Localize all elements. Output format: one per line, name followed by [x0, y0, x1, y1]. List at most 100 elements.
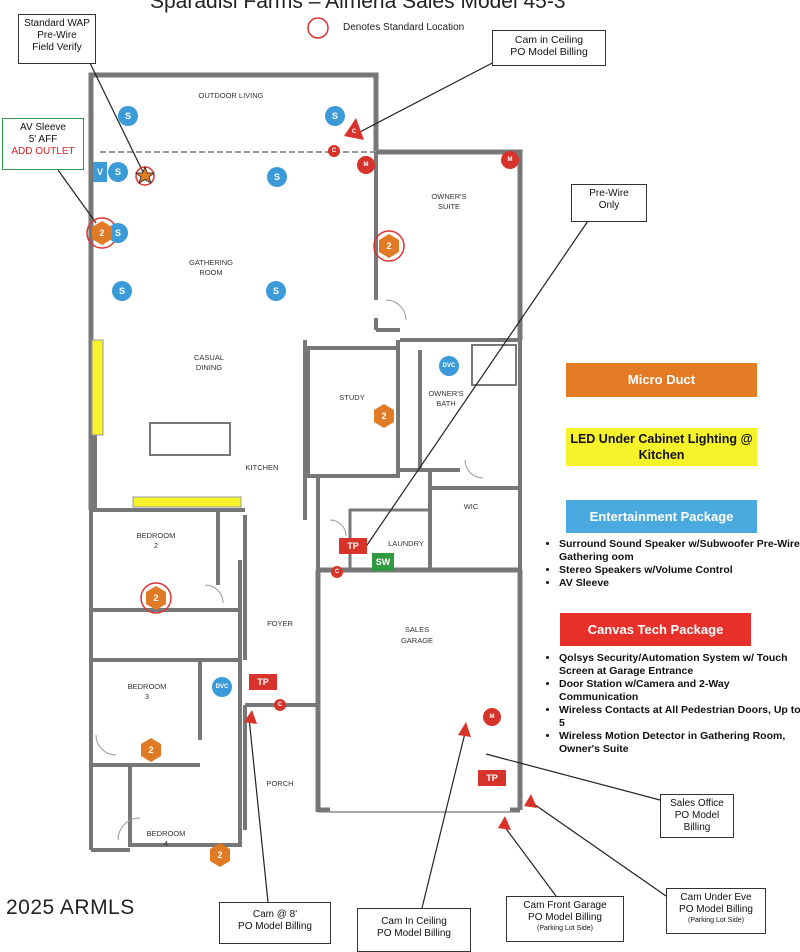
- svg-text:C: C: [335, 569, 340, 575]
- svg-text:S: S: [119, 286, 125, 296]
- room-casual-line2: DINING: [196, 363, 222, 372]
- svg-text:C: C: [352, 129, 357, 135]
- svg-text:2: 2: [153, 593, 158, 603]
- conduit-hex-icon: 2: [210, 843, 230, 867]
- legend-note: Denotes Standard Location: [343, 22, 465, 33]
- room-owners-suite-line2: SUITE: [438, 202, 460, 211]
- touchpad-icon: TP: [249, 674, 277, 690]
- room-wic: WIC: [464, 502, 479, 511]
- room-labels: OUTDOOR LIVING OWNER'S SUITE GATHERING R…: [128, 91, 479, 848]
- svg-text:TP: TP: [486, 773, 498, 783]
- svg-text:SW: SW: [376, 557, 391, 567]
- callout-cam-front-garage: Cam Front Garage PO Model Billing (Parki…: [506, 896, 624, 942]
- conduit-hex-icon: 2: [146, 586, 166, 610]
- camera-icons: C: [244, 118, 537, 830]
- svg-text:C: C: [332, 148, 337, 154]
- entertainment-item: Stereo Speakers w/Volume Control: [559, 564, 800, 577]
- entertainment-item: Surround Sound Speaker w/Subwoofer Pre-W…: [559, 538, 800, 564]
- svg-text:2: 2: [381, 411, 386, 421]
- motion-detector-icon: M: [501, 151, 519, 169]
- speaker-icon: S: [325, 106, 345, 126]
- svg-text:DVC: DVC: [216, 684, 229, 690]
- callout-cam-in-ceiling-top: Cam in Ceiling PO Model Billing: [492, 30, 606, 66]
- room-foyer: FOYER: [267, 619, 293, 628]
- door-contact-icon: C: [331, 566, 343, 578]
- dvc-icon: DVC: [439, 356, 459, 376]
- svg-text:TP: TP: [257, 677, 269, 687]
- room-bedroom4-line1: BEDROOM: [147, 829, 186, 838]
- callout-pre-wire-only: Pre-Wire Only: [571, 184, 647, 222]
- legend-entertainment-package: Entertainment Package: [566, 500, 757, 533]
- room-bedroom3-line2: 3: [145, 692, 149, 701]
- leader-lines: [57, 59, 667, 909]
- volume-control-icon: V: [93, 162, 107, 182]
- wap-star-icon: [134, 165, 156, 184]
- touchpad-icon: TP: [339, 538, 367, 554]
- callout-cam-in-ceiling-garage: Cam In Ceiling PO Model Billing: [357, 908, 471, 952]
- room-outdoor-living: OUTDOOR LIVING: [198, 91, 263, 100]
- svg-text:2: 2: [217, 850, 222, 860]
- svg-text:V: V: [97, 167, 103, 177]
- room-owners-bath-line1: OWNER'S: [428, 389, 463, 398]
- legend-led-under-cabinet: LED Under Cabinet Lighting @ Kitchen: [566, 428, 757, 466]
- svg-text:S: S: [274, 172, 280, 182]
- svg-text:S: S: [115, 228, 121, 238]
- legend-micro-duct: Micro Duct: [566, 363, 757, 397]
- svg-text:M: M: [364, 162, 369, 168]
- camera-icon: [244, 710, 257, 724]
- door-swings: [95, 299, 484, 841]
- motion-detector-icon: M: [357, 156, 375, 174]
- callout-cam-under-eve: Cam Under Eve PO Model Billing (Parking …: [666, 888, 766, 934]
- room-bedroom4-line2: 4: [164, 839, 168, 848]
- speaker-icons: S S S S S S S: [108, 106, 345, 301]
- legend-canvas-tech-package: Canvas Tech Package: [560, 613, 751, 646]
- room-casual-line1: CASUAL: [194, 353, 224, 362]
- room-bedroom3-line1: BEDROOM: [128, 682, 167, 691]
- conduit-icons: 2 2 2 2 2 2: [92, 221, 399, 867]
- entertainment-item: AV Sleeve: [559, 577, 800, 590]
- svg-text:2: 2: [99, 228, 104, 238]
- door-contact-icons: C C C: [274, 145, 343, 711]
- room-owners-bath-line2: BATH: [436, 399, 455, 408]
- canvas-tech-item: Wireless Contacts at All Pedestrian Door…: [559, 704, 800, 730]
- motion-detector-icons: M M M: [357, 151, 519, 726]
- touchpad-icon: TP: [478, 770, 506, 786]
- speaker-icon: S: [112, 281, 132, 301]
- led-strip-kitchen: [132, 496, 242, 508]
- room-owners-suite-line1: OWNER'S: [431, 192, 466, 201]
- speaker-icon: S: [108, 162, 128, 182]
- canvas-tech-item: Qolsys Security/Automation System w/ Tou…: [559, 652, 800, 678]
- camera-icon: [498, 816, 511, 830]
- svg-text:M: M: [508, 157, 513, 163]
- room-sales-garage-line2: GARAGE: [401, 636, 433, 645]
- standard-location-legend-icon: [307, 17, 329, 39]
- conduit-hex-icon: 2: [379, 234, 399, 258]
- switch-icon: SW: [372, 553, 394, 571]
- room-porch: PORCH: [266, 779, 293, 788]
- copyright-watermark: 2025 ARMLS: [6, 896, 135, 919]
- speaker-icon: S: [108, 223, 128, 243]
- door-contact-icon: C: [274, 699, 286, 711]
- entertainment-items: Surround Sound Speaker w/Subwoofer Pre-W…: [545, 538, 800, 590]
- speaker-icon: S: [118, 106, 138, 126]
- callout-standard-wap: Standard WAP Pre-Wire Field Verify: [18, 14, 96, 64]
- door-contact-icon: C: [328, 145, 340, 157]
- camera-icon: [524, 794, 537, 808]
- speaker-icon: S: [266, 281, 286, 301]
- canvas-tech-items: Qolsys Security/Automation System w/ Tou…: [545, 652, 800, 756]
- room-sales-garage-line1: SALES: [405, 625, 429, 634]
- svg-text:S: S: [273, 286, 279, 296]
- svg-text:2: 2: [148, 745, 153, 755]
- svg-text:C: C: [278, 702, 283, 708]
- conduit-hex-icon: 2: [141, 738, 161, 762]
- svg-text:DVC: DVC: [443, 363, 456, 369]
- callout-cam-8ft: Cam @ 8' PO Model Billing: [219, 902, 331, 944]
- camera-icon: C: [344, 118, 364, 140]
- speaker-icon: S: [267, 167, 287, 187]
- led-strip-west: [91, 339, 104, 436]
- room-gathering-line2: ROOM: [199, 268, 222, 277]
- conduit-hex-icon: 2: [374, 404, 394, 428]
- svg-text:TP: TP: [347, 541, 359, 551]
